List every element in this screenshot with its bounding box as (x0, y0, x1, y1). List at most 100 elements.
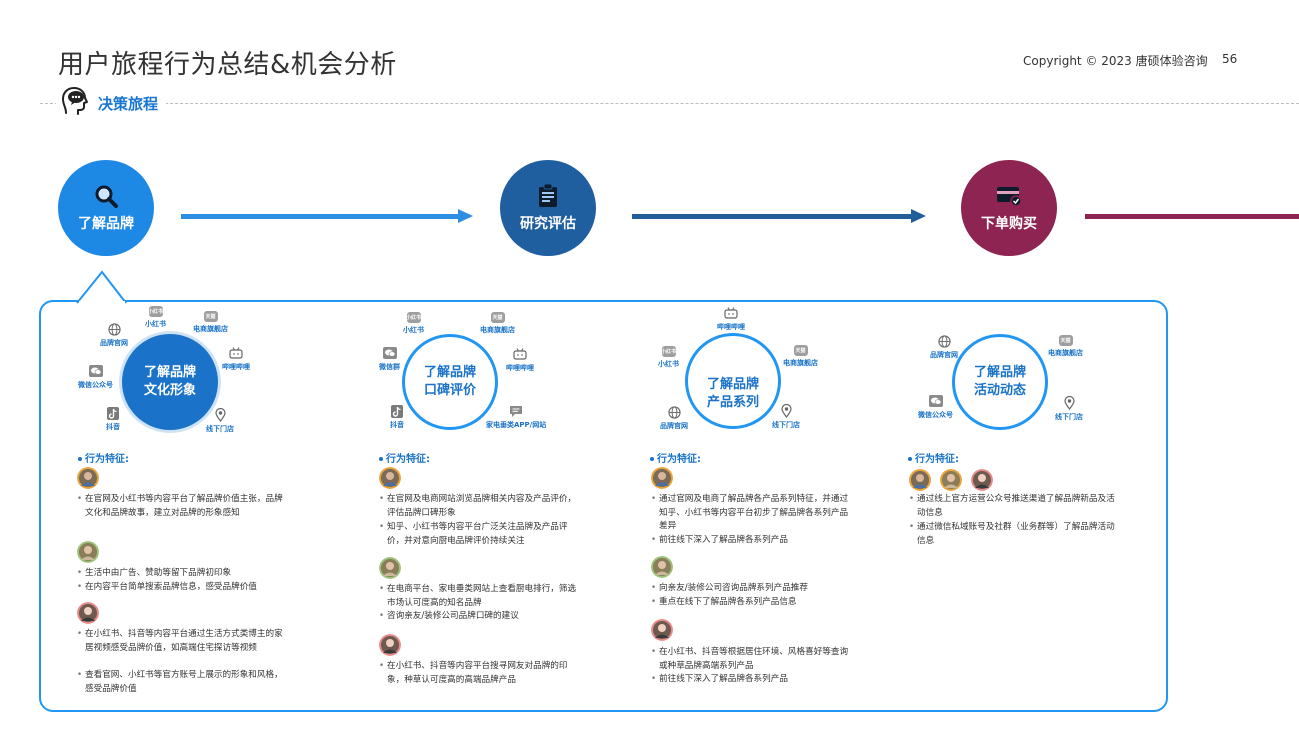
section-label: 决策旅程 (98, 94, 159, 113)
section-tag: 决策旅程 (56, 85, 167, 121)
behavior-bullet: 在小红书、抖音等根据居住环境、风格喜好等查询或种草品牌高端系列产品 (651, 646, 856, 673)
behavior-bullet: 生活中由广告、赞助等留下品牌初印象 (77, 567, 287, 581)
section-divider (40, 103, 1299, 104)
panel-pointer (76, 270, 127, 304)
persona-avatar (651, 556, 673, 578)
wechat-icon (88, 364, 103, 378)
persona-avatar (77, 541, 99, 563)
globe-icon (667, 405, 681, 419)
channel-wechat: 微信公众号 (78, 364, 113, 390)
globe-icon (107, 322, 121, 336)
behavior-bullet: 在小红书、抖音等内容平台搜寻网友对品牌的印象，种草认可度高的高端品牌产品 (379, 660, 584, 687)
channel-bilibili: 哔哩哔哩 (506, 347, 534, 373)
behavior-bullet: 查看官网、小红书等官方账号上展示的形象和风格，感受品牌价值 (77, 669, 287, 696)
channel-bilibili: 哔哩哔哩 (717, 306, 745, 332)
channel-xiaohongshu: 小红书小红书 (145, 306, 166, 329)
behavior-bullet: 知乎、小红书等内容平台广泛关注品牌及产品评价，并对意向厨电品牌评价持续关注 (379, 521, 584, 548)
wechat-icon (928, 394, 943, 408)
location-pin-icon (213, 408, 227, 422)
persona-avatar (971, 469, 993, 491)
store-icon: 天猫 (1058, 335, 1073, 346)
channel-store: 天猫电商旗舰店 (480, 312, 515, 335)
magnifier-icon (92, 183, 120, 209)
stage-research-evaluate: 研究评估 (500, 160, 596, 256)
behavior-bullet: 在内容平台简单搜索品牌信息，感受品牌价值 (77, 581, 287, 595)
behavior-bullet: 在电商平台、家电垂类网站上查看厨电排行，筛选市场认可度高的知名品牌 (379, 583, 584, 610)
behavior-bullet: 前往线下深入了解品牌各系列产品 (651, 673, 856, 687)
bilibili-icon (229, 346, 243, 360)
behavior-title: 行为特征: (650, 450, 701, 465)
behavior-bullet: 通过微信私域账号及社群（业务群等）了解品牌活动信息 (909, 521, 1119, 548)
location-pin-icon (779, 404, 793, 418)
channel-offline-store: 线下门店 (772, 404, 800, 430)
channel-bilibili: 哔哩哔哩 (222, 346, 250, 372)
page-title: 用户旅程行为总结&机会分析 (58, 50, 397, 80)
hub-activities: 了解品牌活动动态 (952, 334, 1048, 430)
behavior-bullet: 前往线下深入了解品牌各系列产品 (651, 534, 856, 548)
stage-understand-brand: 了解品牌 (58, 160, 154, 256)
behavior-bullet: 通过官网及电商了解品牌各产品系列特征，并通过知乎、小红书等内容平台初步了解品牌各… (651, 493, 856, 534)
xiaohongshu-icon: 小红书 (148, 306, 163, 317)
page-number: 56 (1222, 52, 1238, 66)
persona-avatar (909, 469, 931, 491)
persona-avatar (651, 467, 673, 489)
douyin-icon (106, 406, 120, 420)
behavior-bullet: 通过线上官方运营公众号推送渠道了解品牌新品及活动信息 (909, 493, 1119, 520)
channel-website: 品牌官网 (930, 334, 958, 360)
stage-place-order: 下单购买 (961, 160, 1057, 256)
channel-website: 品牌官网 (100, 322, 128, 348)
behavior-bullet: 咨询亲友/装修公司品牌口碑的建议 (379, 610, 584, 624)
store-icon: 天猫 (490, 312, 505, 323)
hub-word-of-mouth: 了解品牌口碑评价 (402, 334, 498, 430)
persona-avatar (77, 467, 99, 489)
persona-avatar (379, 467, 401, 489)
channel-xiaohongshu: 小红书小红书 (658, 346, 679, 369)
channel-douyin: 抖音 (390, 404, 404, 430)
douyin-icon (390, 404, 404, 418)
persona-avatar (379, 557, 401, 579)
behavior-title: 行为特征: (908, 450, 959, 465)
chat-icon (509, 404, 523, 418)
channel-store: 天猫电商旗舰店 (193, 311, 228, 334)
wechat-icon (382, 346, 397, 360)
xiaohongshu-icon: 小红书 (661, 346, 676, 357)
flow-arrow (632, 209, 926, 223)
channel-vertical-app: 家电垂类APP/网站 (486, 404, 546, 430)
channel-xiaohongshu: 小红书小红书 (403, 312, 424, 335)
store-icon: 天猫 (793, 345, 808, 356)
stage-label: 研究评估 (520, 216, 576, 232)
stage-label: 了解品牌 (78, 216, 134, 232)
bilibili-icon (724, 306, 738, 320)
channel-store: 天猫电商旗舰店 (1048, 335, 1083, 358)
channel-website: 品牌官网 (660, 405, 688, 431)
stage-label: 下单购买 (981, 216, 1037, 232)
channel-offline-store: 线下门店 (206, 408, 234, 434)
flow-line (1085, 214, 1299, 219)
persona-avatar (651, 619, 673, 641)
behavior-title: 行为特征: (379, 450, 430, 465)
card-icon (995, 183, 1023, 209)
hub-brand-culture: 了解品牌文化形象 (122, 334, 218, 430)
xiaohongshu-icon: 小红书 (406, 312, 421, 323)
location-pin-icon (1062, 396, 1076, 410)
persona-avatar (77, 602, 99, 624)
behavior-title: 行为特征: (78, 450, 129, 465)
behavior-bullet: 在小红书、抖音等内容平台通过生活方式类博主的家居视频感受品牌价值，如高端住宅探访… (77, 628, 287, 655)
behavior-bullet: 在官网及小红书等内容平台了解品牌价值主张，品牌文化和品牌故事，建立对品牌的形象感… (77, 493, 287, 520)
copyright: Copyright © 2023 唐硕体验咨询 (1023, 54, 1208, 68)
behavior-bullet: 在官网及电商网站浏览品牌相关内容及产品评价，评估品牌口碑形象 (379, 493, 584, 520)
behavior-bullet: 重点在线下了解品牌各系列产品信息 (651, 596, 856, 610)
flow-arrow (181, 209, 473, 223)
channel-store: 天猫电商旗舰店 (783, 345, 818, 368)
persona-avatar (379, 634, 401, 656)
channel-wechat: 微信公众号 (918, 394, 953, 420)
persona-avatar (940, 469, 962, 491)
channel-wechat-group: 微信群 (379, 346, 400, 372)
store-icon: 天猫 (203, 311, 218, 322)
speech-head-icon (60, 85, 90, 121)
globe-icon (937, 334, 951, 348)
channel-offline-store: 线下门店 (1055, 396, 1083, 422)
behavior-bullet: 向亲友/装修公司咨询品牌系列产品推荐 (651, 582, 856, 596)
channel-douyin: 抖音 (106, 406, 120, 432)
clipboard-icon (534, 183, 562, 209)
